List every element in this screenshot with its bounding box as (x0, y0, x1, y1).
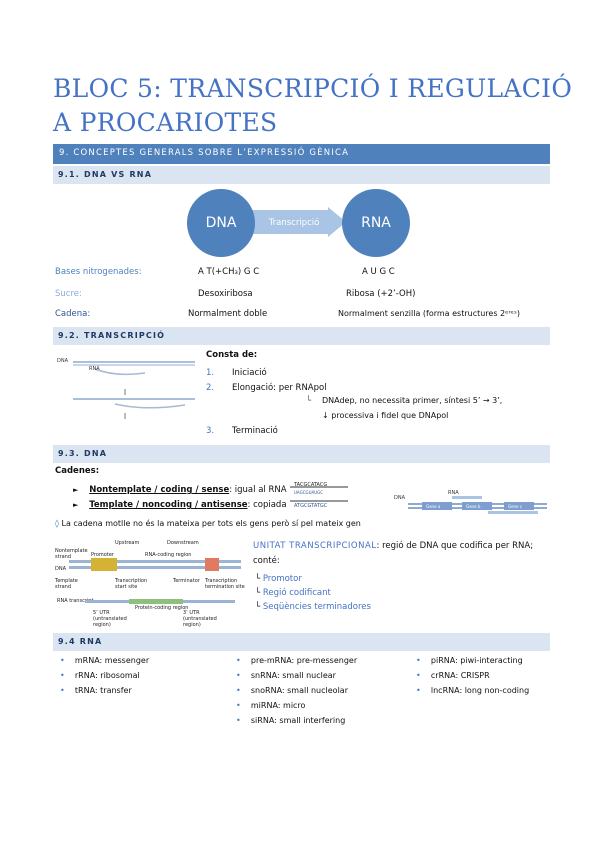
list-item: • crRNA: CRISPR (416, 671, 490, 680)
page-title: BLOC 5: TRANSCRIPCIÓ I REGULACIÓ A PROCA… (53, 74, 573, 137)
row-label-sucre: Sucre: (55, 289, 82, 299)
elongation-note-1: DNAdep, no necessita primer, síntesi 5’ … (322, 396, 503, 405)
rna-circle: RNA (342, 189, 410, 257)
row-label-bases: Bases nitrogenades: (55, 267, 142, 277)
strand-sketch: TACGCATACG UAGCGUAUGC ATGCGTATGC (290, 482, 348, 509)
list-item: • piRNA: piwi-interacting (416, 656, 523, 665)
consta-de: Consta de: (206, 350, 258, 360)
dna-circle: DNA (187, 189, 255, 257)
gene-a-label: Gene a (426, 504, 441, 509)
rna-bases: A U G C (362, 267, 395, 277)
rna-list-col3: • piRNA: piwi-interacting • crRNA: CRISP… (416, 656, 529, 701)
list-item: • mRNA: messenger (60, 656, 150, 665)
genes-figure: RNA DNA Gene a Gene b Gene c (394, 490, 547, 514)
svg-text:UAGCGUAUGC: UAGCGUAUGC (294, 490, 323, 495)
list-item: • tRNA: transfer (60, 686, 132, 695)
list-item: • miRNA: micro (236, 701, 306, 710)
bullet-template: ► Template / noncoding / antisense: copi… (73, 500, 287, 510)
fig-rna-label: RNA (89, 366, 100, 372)
subsection-9-2-header: 9.2. TRANSCRIPCIÓ (53, 327, 550, 345)
list-item: • pre-mRNA: pre-messenger (236, 656, 358, 665)
unit-item-2: └ Regió codificant (255, 588, 331, 598)
elbow-marker: └ (306, 396, 312, 406)
rna-list-col1: • mRNA: messenger • rRNA: ribosomal • tR… (60, 656, 149, 701)
fig-dna-label: DNA (57, 358, 69, 364)
list-item: • rRNA: ribosomal (60, 671, 140, 680)
genes-dna-label: DNA (394, 495, 406, 501)
section-header: 9. CONCEPTES GENERALS SOBRE L’EXPRESSIÓ … (53, 144, 550, 164)
unit-item-1: └ Promotor (255, 574, 302, 584)
gene-b-label: Gene b (466, 504, 481, 509)
list-item: • lncRNA: long non-coding (416, 686, 530, 695)
gene-c-label: Gene c (508, 504, 522, 509)
transcription-arrow: Transcripció (250, 207, 346, 237)
subsection-9-4-header: 9.4 RNA (53, 633, 550, 651)
rna-list-col2: • pre-mRNA: pre-messenger • snRNA: small… (236, 656, 357, 731)
rna-cadena: Normalment senzilla (forma estructures 2… (338, 309, 520, 318)
dna-cadena: Normalment doble (188, 309, 268, 319)
transcription-unit-figure: Upstream Downstream Nontemplate strand P… (55, 540, 245, 628)
step-2: 2.Elongació: per RNApol (206, 383, 327, 393)
unit-item-3: └ Seqüències terminadores (255, 602, 371, 612)
elongation-note-2: ↓ processiva i fidel que DNApol (322, 411, 449, 420)
step-3: 3.Terminació (206, 426, 278, 436)
subsection-9-1-header: 9.1. DNA VS RNA (53, 166, 550, 184)
conte-label: conté: (253, 556, 280, 566)
rna-sucre: Ribosa (+2’-OH) (346, 289, 416, 299)
bullet-nontemplate: ► Nontemplate / coding / sense: igual al… (73, 485, 287, 495)
transcription-figure: DNA RNA (57, 358, 195, 419)
arrow-label: Transcripció (268, 217, 320, 228)
unitat-definition: UNITAT TRANSCRIPCIONAL: regió de DNA que… (253, 541, 534, 551)
svg-text:ATGCGTATGC: ATGCGTATGC (294, 503, 328, 509)
cadenes-label: Cadenes: (55, 466, 100, 476)
genes-rna-label: RNA (448, 490, 459, 496)
step-1: 1.Iniciació (206, 368, 267, 378)
svg-text:TACGCATACG: TACGCATACG (293, 482, 327, 488)
subsection-9-3-header: 9.3. DNA (53, 445, 550, 463)
row-label-cadena: Cadena: (55, 309, 91, 319)
motlle-note: ◊ La cadena motlle no és la mateixa per … (55, 519, 361, 528)
list-item: • siRNA: small interfering (236, 716, 346, 725)
dna-bases: A T(+CH₃) G C (198, 267, 260, 277)
list-item: • snoRNA: small nucleolar (236, 686, 348, 695)
dna-sucre: Desoxiribosa (198, 289, 253, 299)
list-item: • snRNA: small nuclear (236, 671, 336, 680)
